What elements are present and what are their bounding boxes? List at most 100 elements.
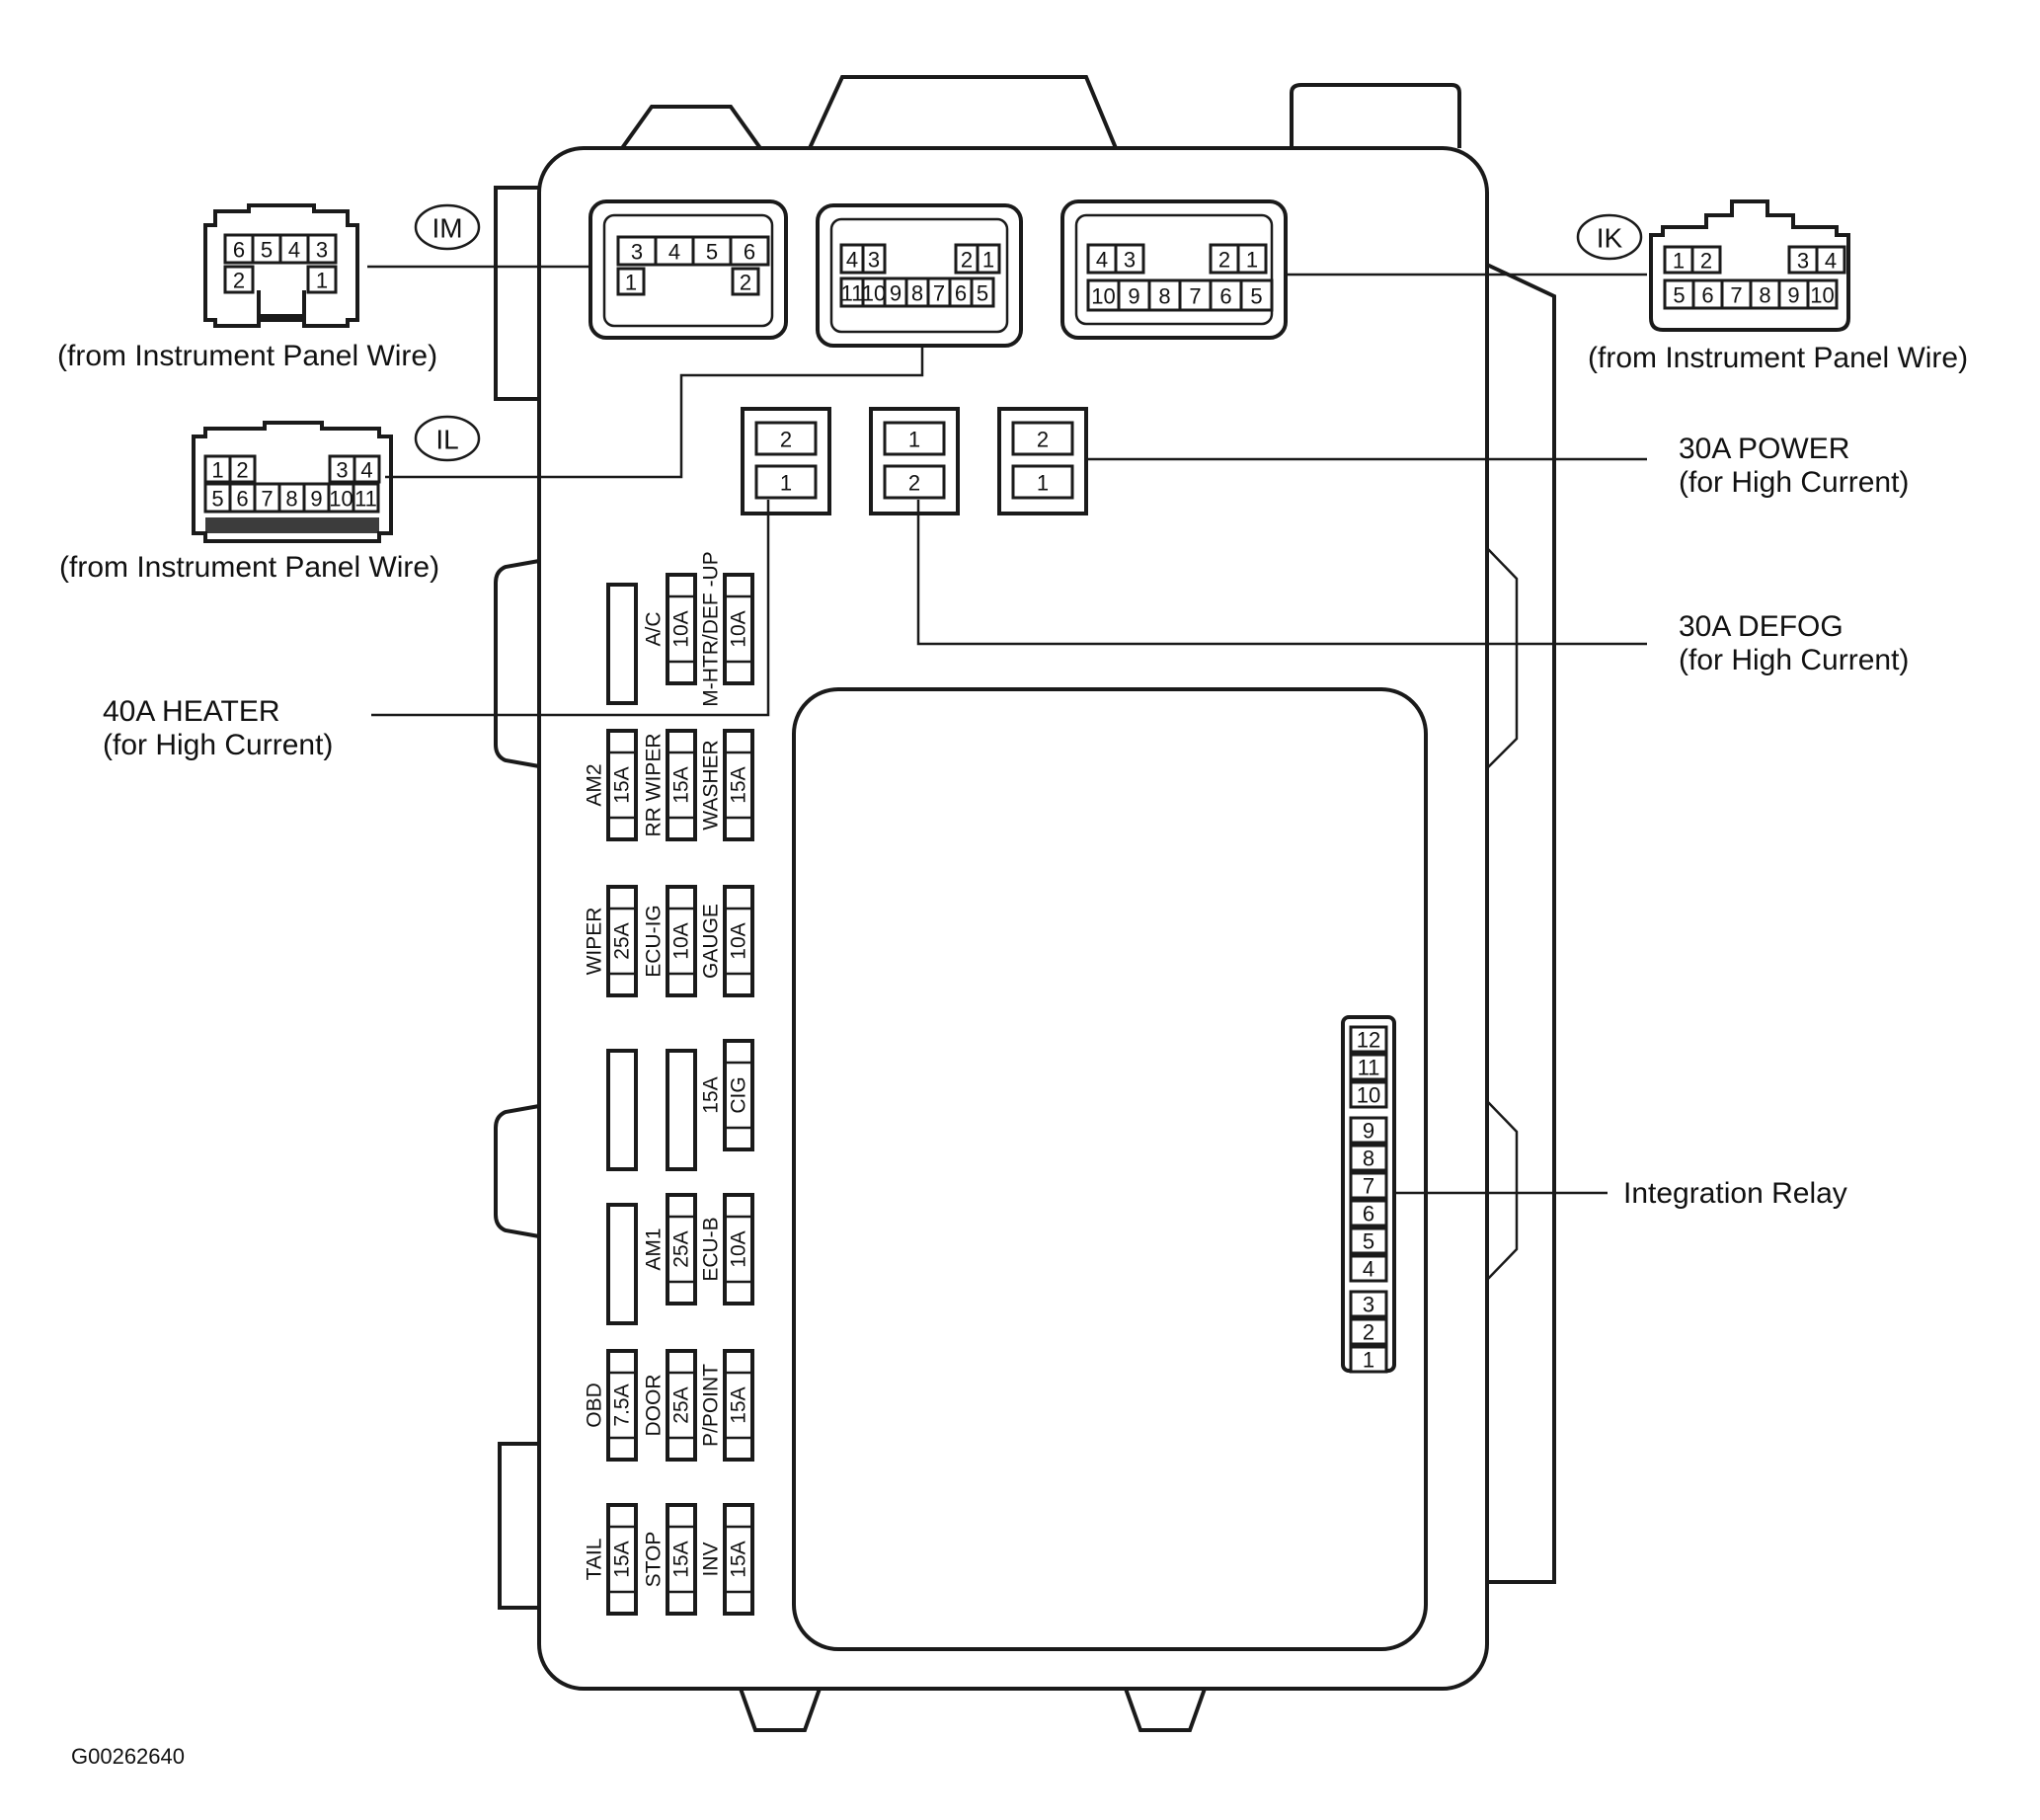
integration-relay-pin-number: 5 — [1363, 1229, 1374, 1254]
ik-pin-number: 6 — [1701, 283, 1713, 308]
integration-relay-pin — [1349, 1171, 1388, 1200]
im-socket-cell — [616, 235, 658, 267]
il-socket-number: 1 — [982, 248, 994, 273]
im-pin-cell — [251, 233, 282, 265]
integration-relay-pin — [1349, 1290, 1388, 1318]
fuse-name: OBD — [584, 1383, 606, 1428]
im-pin-cell — [306, 233, 338, 265]
il-socket-cell — [976, 243, 1001, 275]
fuse — [666, 1349, 697, 1462]
im-socket-cell — [616, 267, 646, 296]
il-pin-number: 11 — [354, 487, 377, 512]
ik-socket-number: 8 — [1158, 284, 1170, 309]
il-pin-number: 4 — [360, 458, 372, 483]
relay-3 — [997, 407, 1088, 515]
fuse-amperage: 10A — [728, 610, 750, 647]
ik-pin-number: 7 — [1730, 283, 1742, 308]
integration-relay-pin-number: 4 — [1363, 1257, 1374, 1282]
fuse — [723, 1349, 754, 1462]
relay-2 — [869, 407, 960, 515]
fuse-name: A/C — [643, 611, 666, 646]
il-socket-number: 7 — [933, 281, 945, 306]
im-pin-cell — [306, 265, 338, 294]
fuse — [723, 1039, 754, 1151]
fuse — [606, 583, 638, 705]
integration-relay-pin-number: 10 — [1357, 1083, 1380, 1108]
integration-relay-pin — [1349, 1144, 1388, 1172]
fuse-name: WIPER — [584, 908, 606, 976]
fuse-amperage: 10A — [728, 1230, 750, 1267]
il-socket-number: 11 — [841, 281, 864, 306]
ik-socket-cell — [1086, 278, 1121, 312]
il-pin-cell — [352, 482, 380, 514]
il-socket-number: 6 — [955, 281, 967, 306]
ik-pin-cell — [1663, 278, 1695, 310]
ik-socket-number: 7 — [1189, 284, 1201, 309]
relay-terminal-number: 1 — [780, 471, 792, 496]
fuse — [606, 885, 638, 997]
fuse — [666, 573, 697, 685]
ik-socket-number: 2 — [1218, 248, 1230, 273]
fuse-name: AM2 — [584, 763, 606, 806]
im-socket-cell — [731, 267, 760, 296]
ik-socket-number: 6 — [1219, 284, 1231, 309]
il-pin-number: 7 — [261, 487, 273, 512]
integration-relay-pin-number: 2 — [1363, 1320, 1374, 1345]
fuse-name: TAIL — [584, 1539, 606, 1581]
integration-relay-pin — [1349, 1199, 1388, 1227]
fuse-name: GAUGE — [700, 904, 723, 979]
fuse — [606, 1049, 638, 1171]
fuse-name: AM1 — [643, 1227, 666, 1270]
fuse-name: ECU-B — [700, 1217, 723, 1281]
connector-id-ik: IK — [1576, 213, 1643, 261]
caption-ik: (from Instrument Panel Wire) — [1588, 342, 1968, 374]
fuse-name: P/POINT — [700, 1364, 723, 1447]
relay-terminal-number: 1 — [908, 428, 920, 452]
fuse-name: DOOR — [643, 1375, 666, 1437]
relay-terminal — [754, 421, 818, 456]
il-pin-number: 8 — [285, 487, 297, 512]
integration-relay-pin — [1349, 1080, 1388, 1109]
svg-text:IL: IL — [435, 425, 458, 455]
im-socket-number: 5 — [706, 240, 718, 265]
il-pin-number: 9 — [310, 487, 322, 512]
svg-text:IM: IM — [432, 213, 462, 244]
relay-terminal-number: 2 — [1037, 428, 1049, 452]
fuse-amperage: 15A — [670, 766, 693, 803]
fuse-amperage: 15A — [670, 1541, 693, 1577]
connector-id-il: IL — [414, 415, 481, 462]
relay-terminal — [1011, 464, 1074, 500]
ik-socket-number: 1 — [1246, 248, 1258, 273]
fuse — [606, 1203, 638, 1325]
relay-1 — [741, 407, 831, 515]
fuse — [606, 1503, 638, 1616]
relay-terminal-number: 2 — [908, 471, 920, 496]
callout-power-sub: (for High Current) — [1679, 466, 1909, 499]
integration-relay-pin — [1349, 1254, 1388, 1283]
im-socket-number: 1 — [625, 271, 637, 295]
integration-relay-pin — [1349, 1025, 1388, 1054]
integration-relay-pin-number: 3 — [1363, 1293, 1374, 1317]
ik-socket-cell — [1114, 243, 1145, 275]
ik-socket-number: 4 — [1096, 248, 1108, 273]
im-socket-number: 6 — [744, 240, 755, 265]
relay-terminal — [754, 464, 818, 500]
fuse-name: WASHER — [700, 740, 723, 830]
fuse-amperage: 15A — [611, 766, 634, 803]
fuse — [666, 1503, 697, 1616]
fuse-name: M-HTR/DEF -UP — [700, 551, 723, 706]
il-socket-cell — [861, 243, 887, 275]
il-pin-number: 2 — [236, 458, 248, 483]
integration-relay-pin-number: 7 — [1363, 1174, 1374, 1199]
fuse — [666, 1049, 697, 1171]
ik-pin-number: 1 — [1673, 249, 1685, 274]
im-pin-number: 3 — [316, 238, 328, 263]
fuse — [723, 885, 754, 997]
